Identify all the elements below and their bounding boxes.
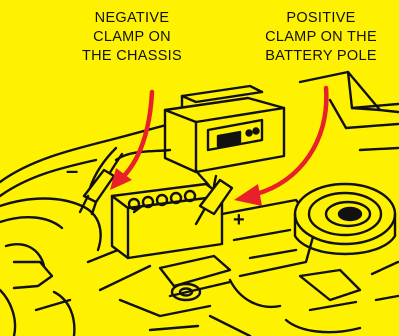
engine-lower-right xyxy=(286,262,398,332)
negative-clamp-arrow xyxy=(110,92,152,190)
minus-sign: – xyxy=(66,158,78,183)
car-battery xyxy=(112,184,222,258)
hood-panel-outline xyxy=(300,72,398,150)
plus-sign: + xyxy=(233,209,245,231)
battery-charger-unit xyxy=(165,86,284,172)
